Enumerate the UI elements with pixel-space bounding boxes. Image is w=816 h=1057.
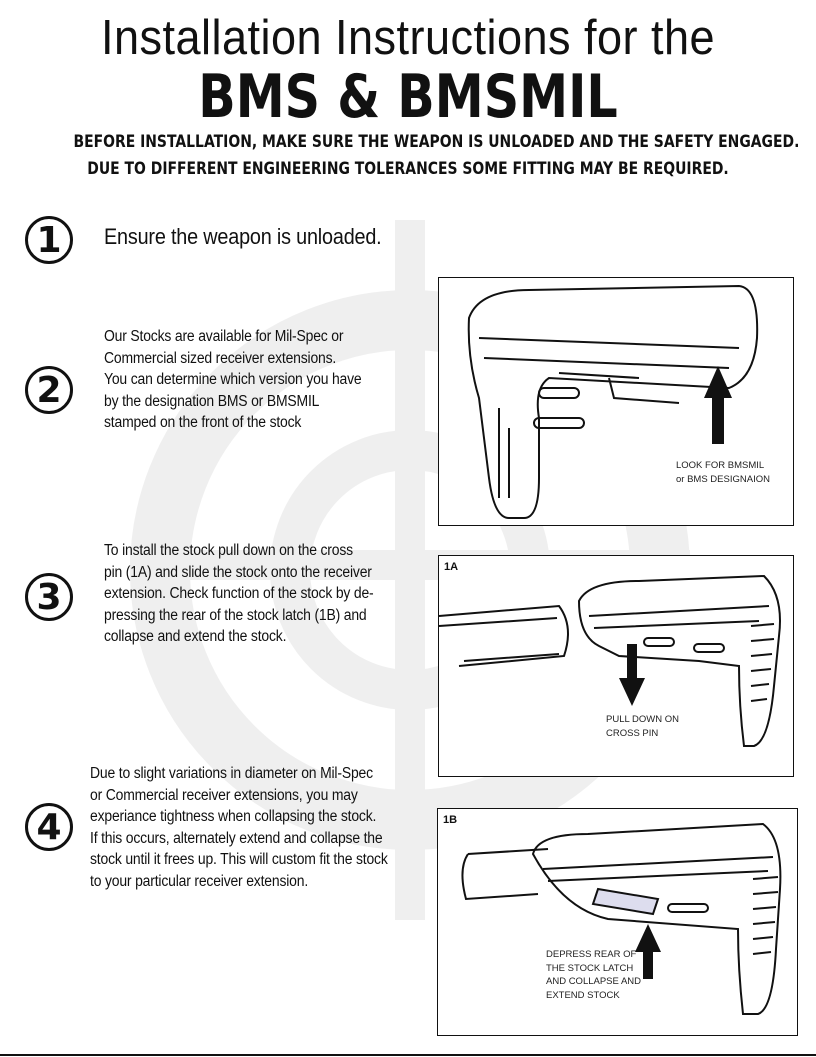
step-4-line: Due to slight variations in diameter on … (90, 765, 373, 782)
step-2-line: Commercial sized receiver extensions. (104, 349, 337, 367)
step-1-text: Ensure the weapon is unloaded. (104, 224, 382, 250)
figure-1-caption: LOOK FOR BMSMIL or BMS DESIGNAION (676, 459, 770, 486)
arrow-down-icon (619, 644, 645, 706)
step-4-line: to your particular receiver extension. (90, 872, 309, 890)
caption-line: CROSS PIN (606, 727, 659, 739)
step-1-line: Ensure the weapon is unloaded. (104, 224, 382, 249)
step-4-line: If this occurs, alternately extend and c… (90, 829, 383, 847)
figure-1b-stock-latch: 1B DEPRESS REAR OF THE STOCK LATCH AND C… (437, 808, 798, 1036)
step-2-line: stamped on the front of the stock (104, 414, 302, 431)
step-2-number: 2 (25, 366, 73, 414)
step-4-number: 4 (25, 803, 73, 851)
title-product-name: BMS & BMSMIL (198, 62, 618, 132)
step-4-line: or Commercial receiver extensions, you m… (90, 786, 358, 804)
caption-line: PULL DOWN ON (606, 714, 680, 725)
caption-line: THE STOCK LATCH (546, 962, 634, 974)
warning-tolerances: DUE TO DIFFERENT ENGINEERING TOLERANCES … (87, 159, 729, 179)
step-3-line: pressing the rear of the stock latch (1B… (104, 606, 367, 624)
figure-1b-tag: 1B (443, 814, 458, 826)
step-4-line: experiance tightness when collapsing the… (90, 808, 377, 825)
figure-1a-cross-pin: 1A PULL DOWN ON CROSS PIN (438, 555, 794, 777)
warning-unloaded: BEFORE INSTALLATION, MAKE SURE THE WEAPO… (73, 132, 800, 152)
figure-stock-designation: LOOK FOR BMSMIL or BMS DESIGNAION (438, 277, 794, 526)
stock-latch-illustration (461, 822, 782, 1015)
caption-line: LOOK FOR BMSMIL (676, 460, 765, 471)
caption-line: EXTEND STOCK (546, 989, 620, 1001)
step-1-number: 1 (25, 216, 73, 264)
step-2-line: Our Stocks are available for Mil-Spec or (104, 328, 344, 345)
step-3-text: To install the stock pull down on the cr… (104, 540, 374, 648)
stock-on-tube-illustration (439, 574, 781, 747)
caption-line: or BMS DESIGNAION (676, 473, 770, 485)
arrow-up-icon (704, 366, 732, 444)
figure-1b-caption: DEPRESS REAR OF THE STOCK LATCH AND COLL… (546, 948, 641, 1002)
step-4-line: stock until it frees up. This will custo… (90, 851, 388, 868)
step-3-line: To install the stock pull down on the cr… (104, 542, 353, 559)
figure-1a-tag: 1A (444, 561, 459, 573)
caption-line: AND COLLAPSE AND (546, 976, 642, 987)
step-3-line: extension. Check function of the stock b… (104, 585, 374, 602)
title-line-1: Installation Instructions for the (100, 11, 716, 65)
step-2-text: Our Stocks are available for Mil-Spec or… (104, 326, 362, 434)
caption-line: DEPRESS REAR OF (546, 949, 637, 960)
step-3-line: collapse and extend the stock. (104, 628, 287, 645)
bottom-rule (0, 1054, 816, 1056)
figure-1a-caption: PULL DOWN ON CROSS PIN (606, 713, 679, 740)
stock-illustration (467, 284, 759, 519)
step-3-line: pin (1A) and slide the stock onto the re… (104, 563, 372, 581)
step-2-line: by the designation BMS or BMSMIL (104, 392, 320, 410)
step-3-number: 3 (25, 573, 73, 621)
step-4-text: Due to slight variations in diameter on … (90, 763, 388, 892)
arrow-up-icon (635, 924, 661, 979)
step-2-line: You can determine which version you have (104, 371, 362, 388)
